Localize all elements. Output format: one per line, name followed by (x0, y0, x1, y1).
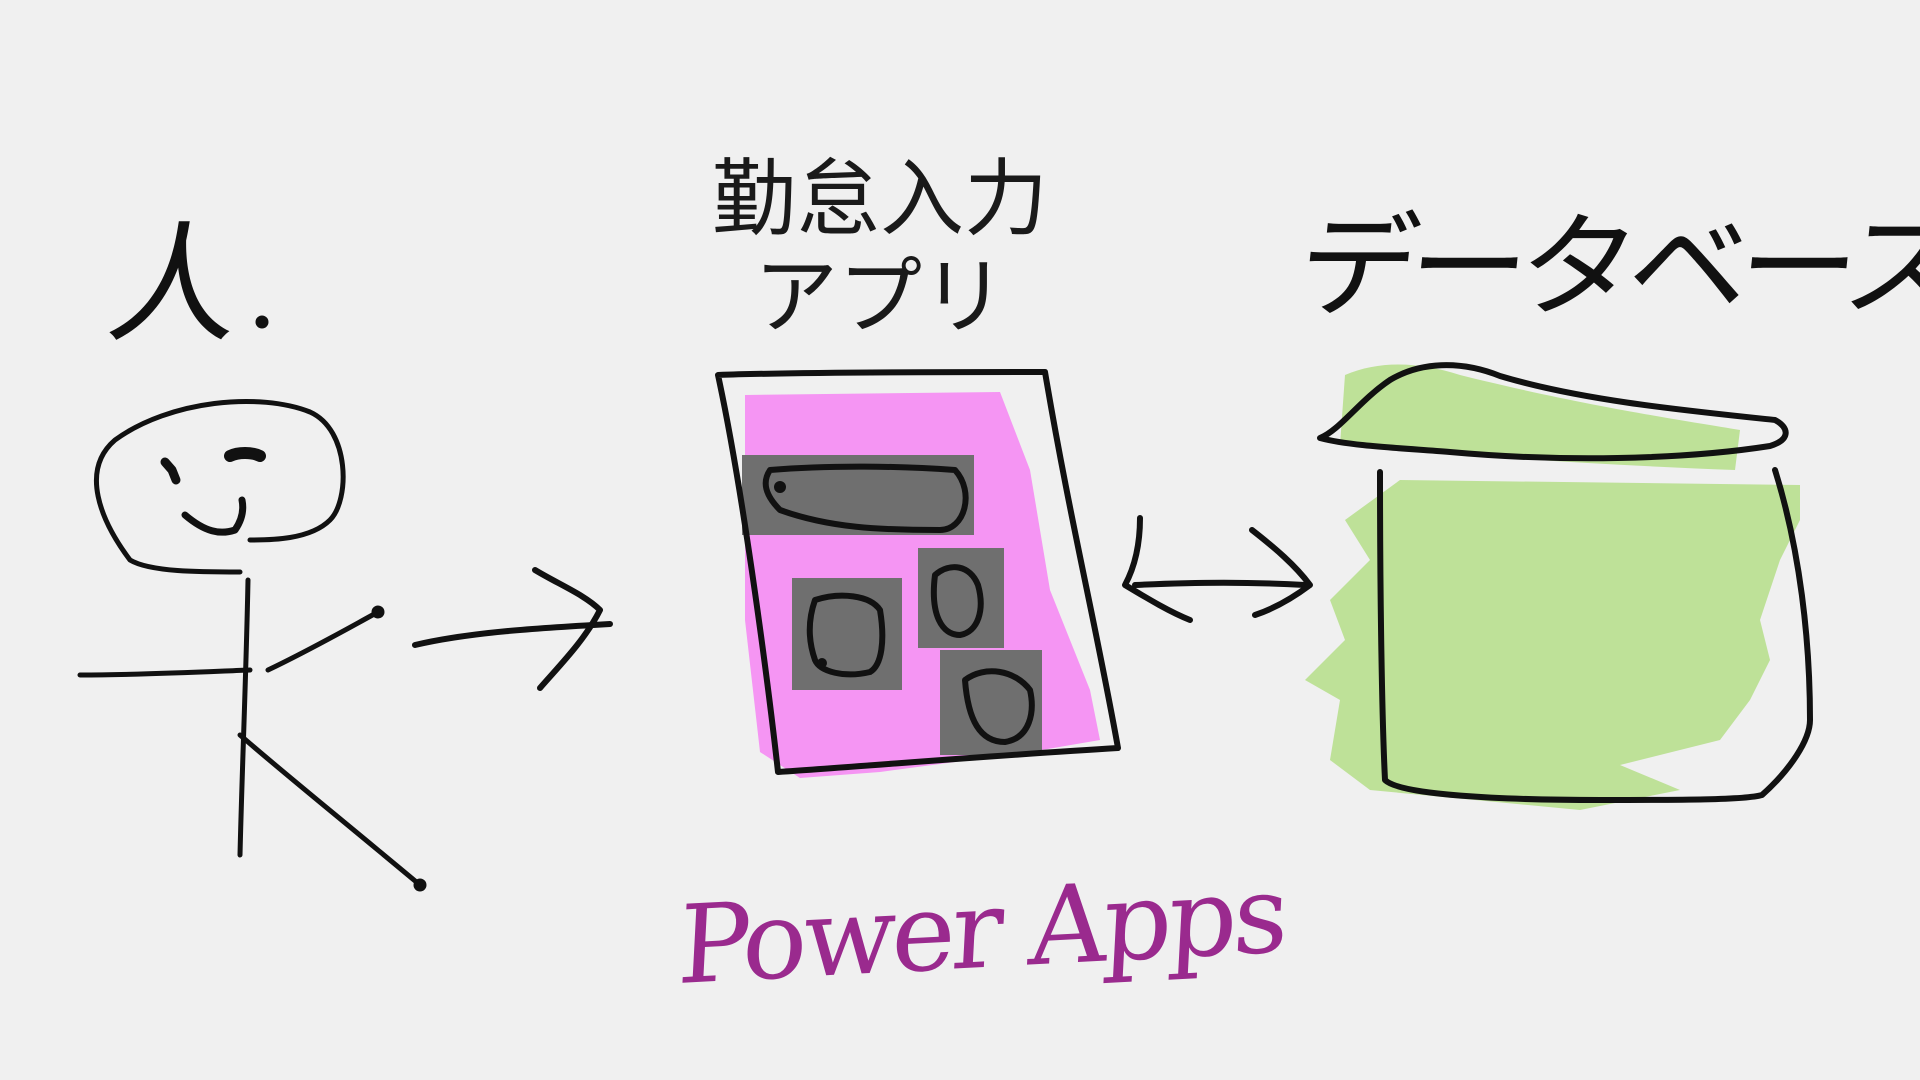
double-arrow-icon (1122, 515, 1313, 623)
db-lid-fill (1340, 364, 1740, 470)
app-label-line2: アプリ (753, 248, 1006, 346)
app-input-field (762, 463, 969, 533)
db-lid (1317, 362, 1789, 462)
db-body (1377, 467, 1813, 803)
eye-right (224, 447, 266, 462)
eye-left (160, 457, 181, 485)
person-label: 人 (99, 209, 252, 361)
app-label: 勤怠入力 アプリ (700, 150, 1060, 346)
app-button-right-bottom (962, 668, 1035, 745)
stick-figure-icon (77, 315, 427, 892)
smile (181, 496, 247, 536)
app-frame (715, 369, 1121, 775)
arrow-right-icon (412, 567, 613, 691)
app-button-right-top (930, 564, 984, 638)
head-outline (93, 398, 346, 575)
app-label-line1: 勤怠入力 (711, 150, 1048, 248)
db-body-fill (1305, 480, 1800, 810)
torso (237, 577, 251, 858)
database-icon (1305, 362, 1813, 810)
database-label: データベース (1291, 201, 1920, 334)
arm-right (265, 609, 381, 673)
app-tablet-icon (715, 369, 1121, 778)
app-button-left (806, 592, 886, 678)
arm-left (77, 667, 253, 678)
leg-right (237, 732, 423, 888)
